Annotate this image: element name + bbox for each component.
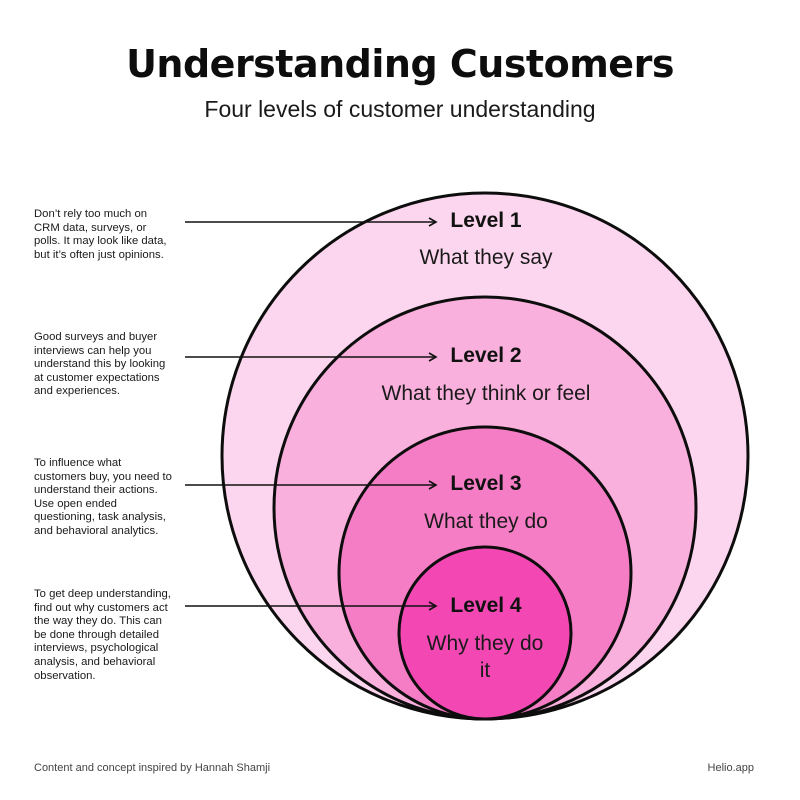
level-4-label: Level 4 (450, 594, 522, 617)
level-4-note: To get deep understanding, find out why … (34, 588, 171, 682)
level-1-note: Don’t rely too much on CRM data, surveys… (34, 208, 167, 261)
level-1-description: What they say (419, 246, 553, 269)
level-3-note: To influence what customers buy, you nee… (34, 457, 172, 537)
level-4-description: Why they do it (426, 632, 544, 682)
level-3-description: What they do (424, 510, 548, 533)
level-3-label: Level 3 (450, 472, 522, 495)
level-1-label: Level 1 (450, 209, 522, 232)
level-2-description: What they think or feel (381, 382, 591, 405)
page-subtitle: Four levels of customer understanding (204, 96, 596, 122)
level-2-label: Level 2 (450, 344, 522, 367)
footer-brand: Helio.app (707, 762, 754, 774)
level-2-note: Good surveys and buyer interviews can he… (34, 331, 166, 398)
level-4-circle (397, 545, 573, 721)
page-title: Understanding Customers (126, 42, 674, 86)
footer-credit: Content and concept inspired by Hannah S… (34, 762, 271, 774)
